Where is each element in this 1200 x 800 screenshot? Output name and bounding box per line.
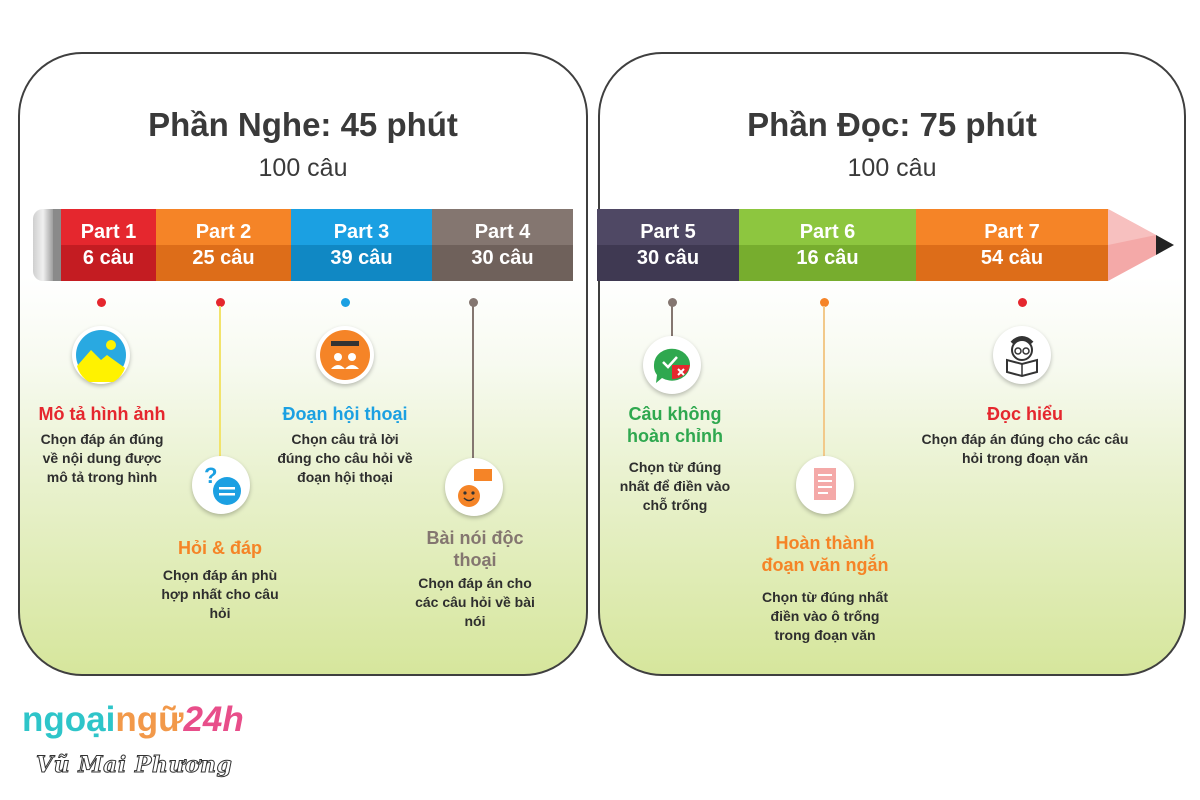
part-6-count: 16 câu: [739, 245, 916, 281]
part-2-dot: [216, 298, 225, 307]
part-4-segment: Part 4 30 câu: [432, 209, 573, 281]
item-2-label: Hỏi & đáp: [178, 538, 262, 558]
question-chat-icon: ?: [192, 456, 250, 514]
part-4-dot: [469, 298, 478, 307]
part-5-segment: Part 5 30 câu: [597, 209, 739, 281]
part-2-name: Part 2: [156, 209, 291, 245]
logo: ngoạingữ24h: [22, 700, 244, 739]
reading-subtitle: 100 câu: [847, 154, 937, 182]
part-5-dot: [668, 298, 677, 307]
landscape-icon: [72, 326, 130, 384]
part-5-name: Part 5: [597, 209, 739, 245]
listening-subtitle: 100 câu: [258, 154, 348, 182]
listening-parts-bar: Part 1 6 câu Part 2 25 câu Part 3 39 câu…: [33, 209, 573, 281]
item-3-label: Đoạn hội thoại: [282, 404, 408, 424]
part-6-dot: [820, 298, 829, 307]
part-6-segment: Part 6 16 câu: [739, 209, 916, 281]
part-3-segment: Part 3 39 câu: [291, 209, 432, 281]
conversation-icon: [316, 326, 374, 384]
pencil-eraser: [33, 209, 53, 281]
reader-icon: [993, 326, 1051, 384]
part-1-dot: [97, 298, 106, 307]
part-7-count: 54 câu: [916, 245, 1108, 281]
part-4-name: Part 4: [432, 209, 573, 245]
speaker-icon: [445, 458, 503, 516]
item-1-label: Mô tả hình ảnh: [38, 404, 166, 424]
signature: Vũ Mai Phương: [35, 752, 233, 779]
part-4-connector: [472, 306, 474, 458]
part-5-count: 30 câu: [597, 245, 739, 281]
listening-title: Phần Nghe: 45 phút: [148, 106, 458, 143]
document-icon: [796, 456, 854, 514]
part-3-name: Part 3: [291, 209, 432, 245]
pencil-tip-icon: [1108, 209, 1174, 281]
part-2-segment: Part 2 25 câu: [156, 209, 291, 281]
part-2-connector: [219, 306, 221, 458]
check-cross-icon: [643, 336, 701, 394]
svg-text:?: ?: [204, 463, 217, 488]
part-3-dot: [341, 298, 350, 307]
part-7-name: Part 7: [916, 209, 1108, 245]
part-7-dot: [1018, 298, 1027, 307]
part-2-count: 25 câu: [156, 245, 291, 281]
pencil-ferrule: [53, 209, 61, 281]
part-1-name: Part 1: [61, 209, 156, 245]
part-4-count: 30 câu: [432, 245, 573, 281]
reading-parts-bar: Part 5 30 câu Part 6 16 câu Part 7 54 câ…: [597, 209, 1108, 281]
part-1-segment: Part 1 6 câu: [61, 209, 156, 281]
part-1-count: 6 câu: [61, 245, 156, 281]
item-7-label: Đọc hiểu: [986, 404, 1063, 424]
part-7-segment: Part 7 54 câu: [916, 209, 1108, 281]
part-3-count: 39 câu: [291, 245, 432, 281]
part-6-name: Part 6: [739, 209, 916, 245]
part-6-connector: [823, 306, 825, 458]
part-5-connector: [671, 306, 673, 340]
reading-title: Phần Đọc: 75 phút: [747, 106, 1037, 143]
